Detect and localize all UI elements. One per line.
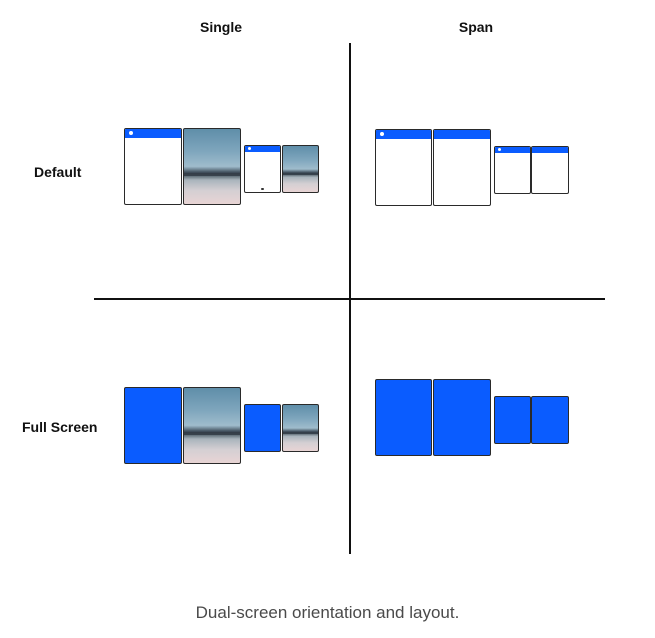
figure-caption: Dual-screen orientation and layout.	[195, 603, 460, 622]
device-screen-left-small	[244, 404, 281, 452]
device-screen-left-small	[494, 396, 531, 444]
device-screen-right-small	[282, 404, 319, 452]
device-screen-left-small	[244, 145, 281, 193]
device-screen-left	[375, 379, 432, 456]
horizontal-divider	[94, 298, 605, 300]
device-screen-right-small	[531, 146, 569, 194]
device-screen-left-small	[494, 146, 531, 194]
device-screen-right	[433, 379, 491, 456]
row-header-default: Default	[34, 164, 82, 180]
row-header-full-screen: Full Screen	[22, 419, 98, 435]
device-screen-right	[183, 387, 241, 464]
device-screen-right	[183, 128, 241, 205]
device-screen-right	[433, 129, 491, 206]
device-screen-right-small	[531, 396, 569, 444]
column-header-span: Span	[458, 19, 494, 35]
column-header-single: Single	[199, 19, 243, 35]
device-screen-left	[124, 387, 182, 464]
device-screen-left	[375, 129, 432, 206]
device-screen-left	[124, 128, 182, 205]
device-screen-right-small	[282, 145, 319, 193]
